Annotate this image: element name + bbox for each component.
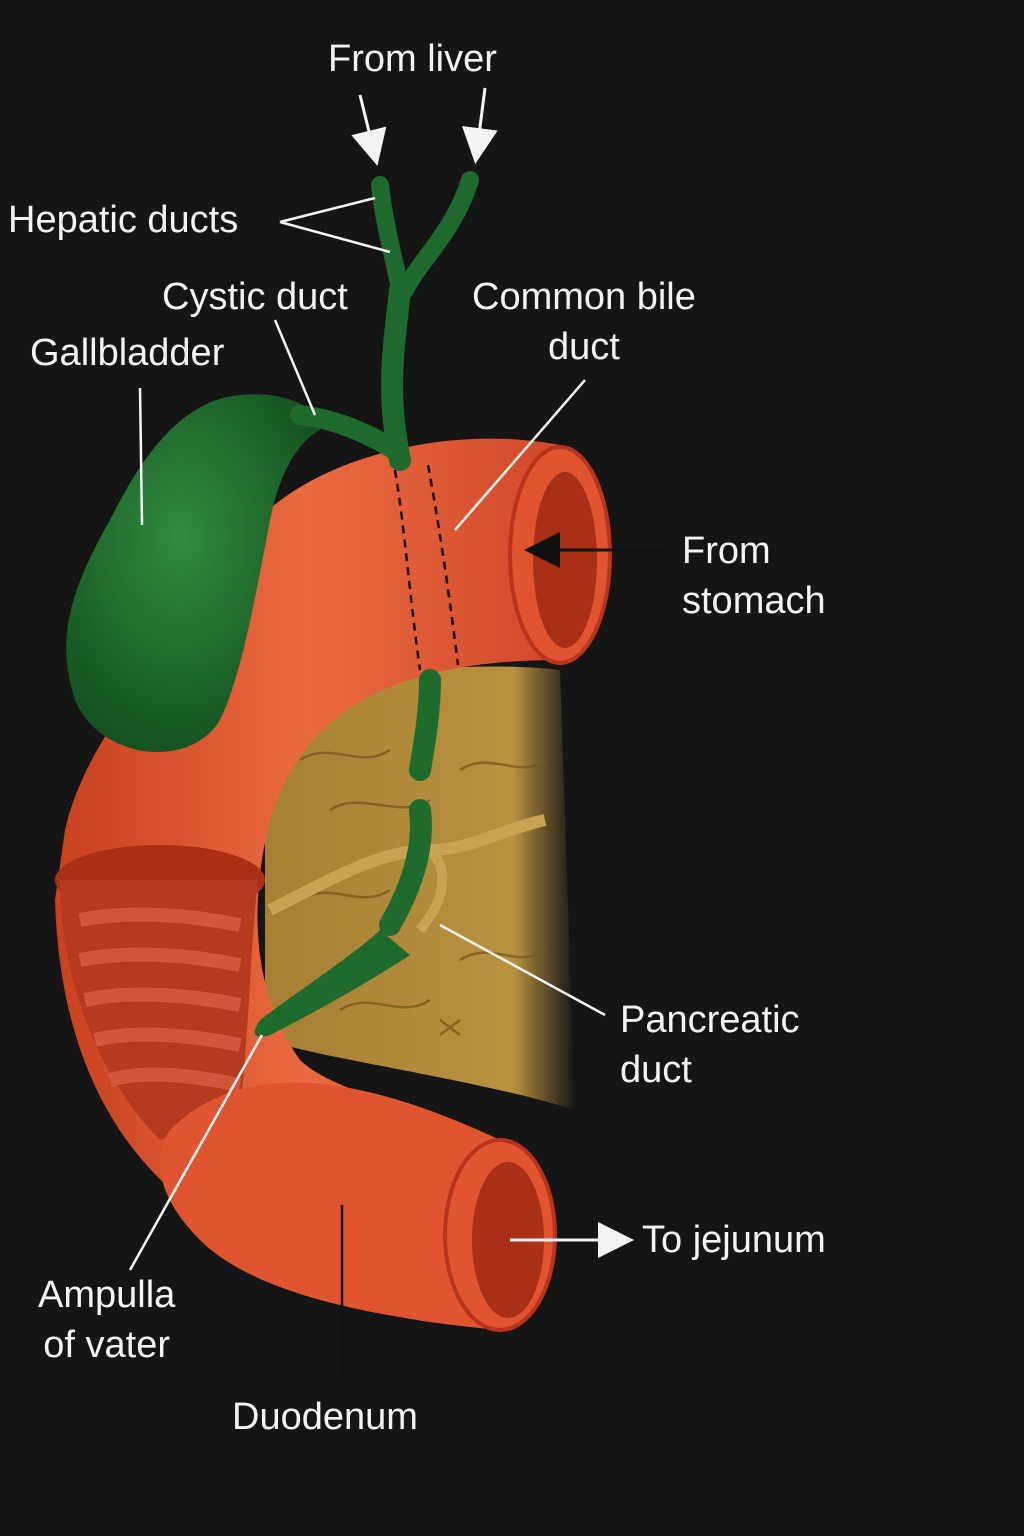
from-liver-label: From liver — [328, 38, 497, 80]
bile-ducts — [290, 171, 479, 936]
duodenum-label: Duodenum — [232, 1396, 418, 1438]
cystic-duct-label: Cystic duct — [162, 276, 348, 318]
to-jejunum-label: To jejunum — [642, 1219, 826, 1261]
ampulla-duct — [254, 930, 410, 1037]
pancreas-texture — [299, 748, 546, 1036]
from-liver-arrow-left — [351, 94, 387, 166]
pancreas — [265, 666, 575, 1110]
hepatic-ducts-label: Hepatic ducts — [8, 199, 239, 241]
mucosal-folds — [78, 907, 242, 1092]
from-liver-arrow-right — [461, 87, 498, 164]
gallbladder-label: Gallbladder — [30, 332, 225, 374]
gallbladder — [66, 394, 320, 753]
duodenum-lower-loop — [160, 1082, 500, 1330]
common-bile-duct-label: Common bile duct — [472, 276, 696, 368]
ampulla-of-vater-label: Ampulla of vater — [38, 1274, 176, 1366]
from-stomach-label: From stomach — [682, 530, 826, 622]
pancreatic-duct-label: Pancreatic duct — [620, 999, 800, 1091]
